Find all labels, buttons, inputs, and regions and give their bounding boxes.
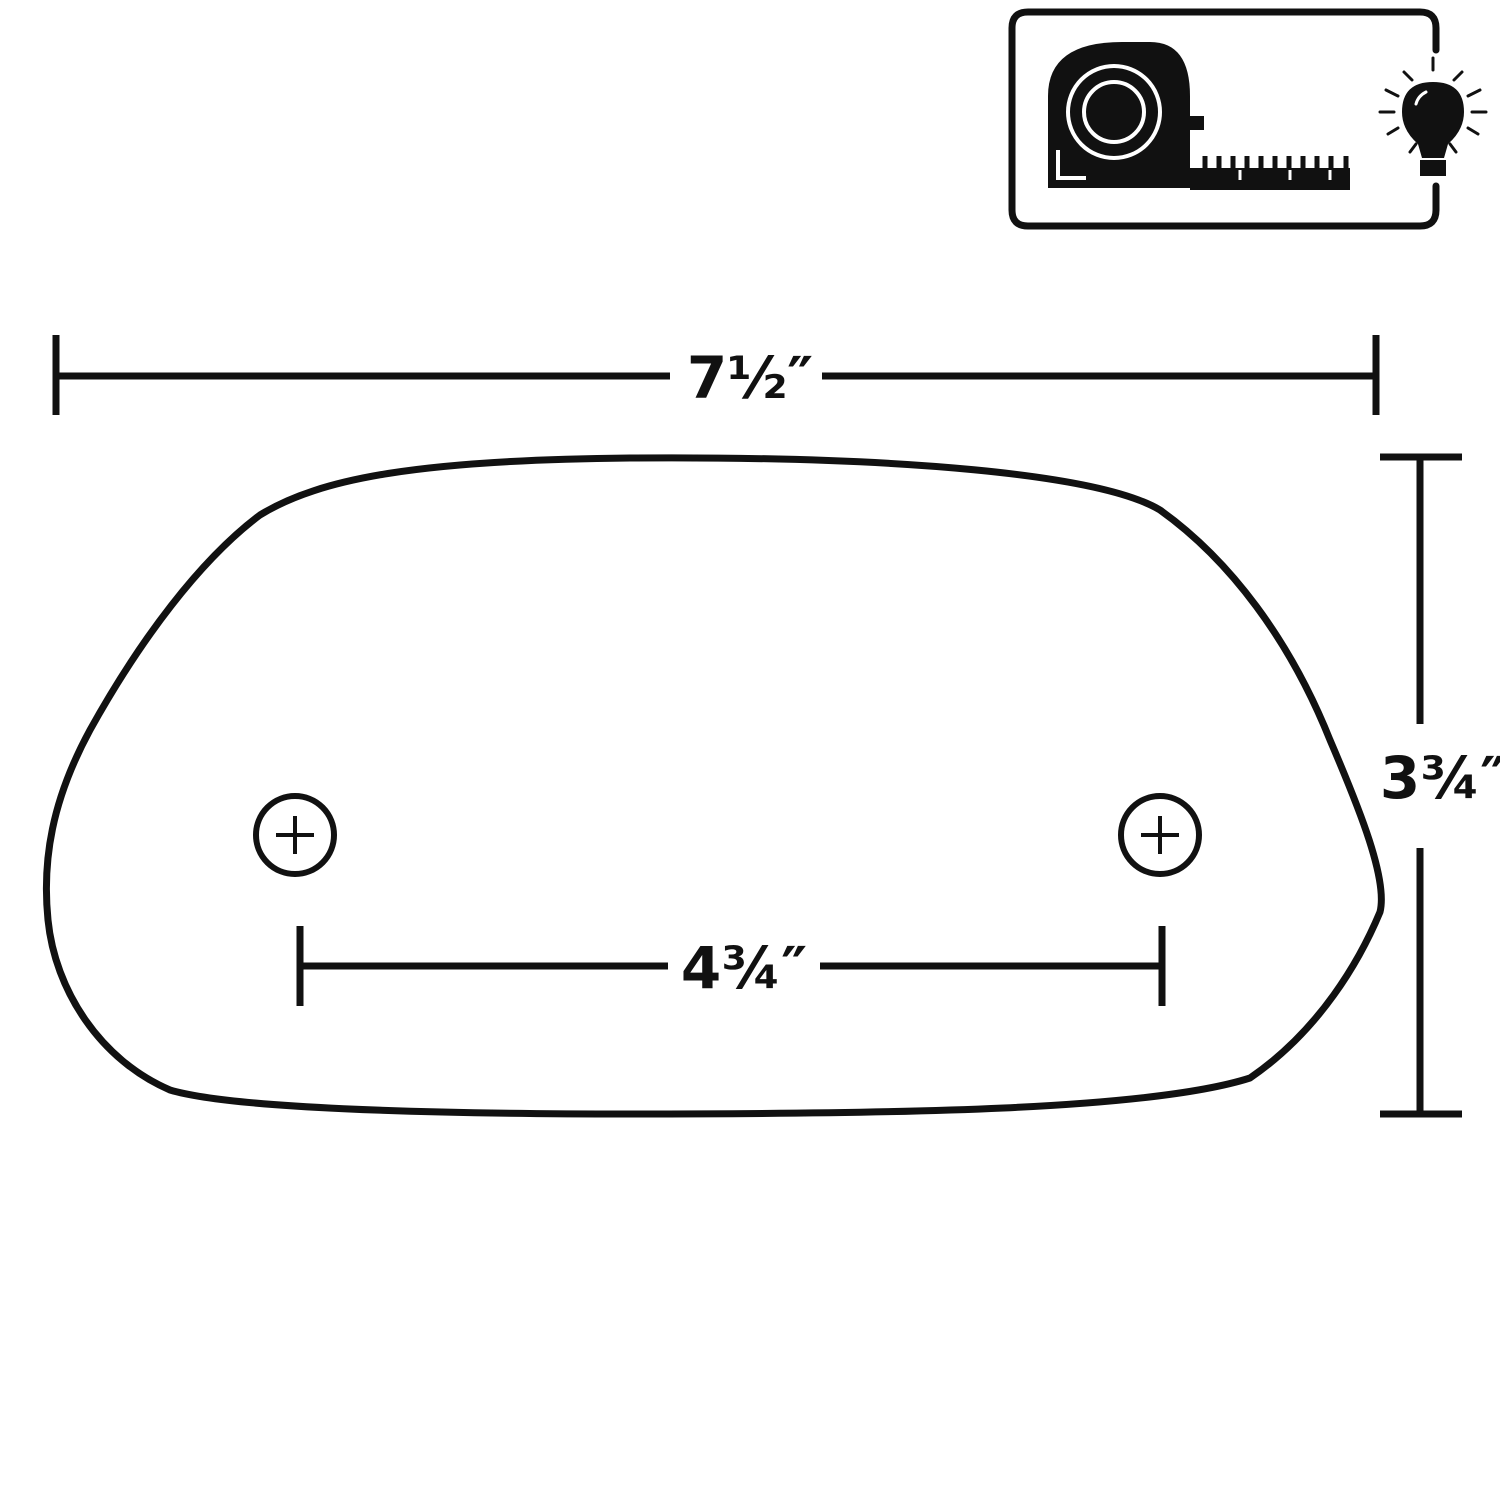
tape-measure-icon xyxy=(1048,42,1350,190)
left-mounting-hole xyxy=(253,793,337,877)
height-label: 3¾″ xyxy=(1380,744,1500,812)
lightbulb-icon xyxy=(1378,56,1488,176)
height-dimension: 3¾″ xyxy=(1380,453,1500,1118)
hole-spacing-label: 4¾″ xyxy=(681,934,807,1002)
measure-badge xyxy=(1008,8,1488,230)
hole-spacing-dimension: 4¾″ xyxy=(296,926,1166,1006)
right-mounting-hole xyxy=(1118,793,1202,877)
width-dimension: 7½″ xyxy=(52,335,1380,415)
badge-frame xyxy=(1008,8,1440,230)
width-label: 7½″ xyxy=(687,344,813,412)
part-outline xyxy=(42,454,1385,1118)
